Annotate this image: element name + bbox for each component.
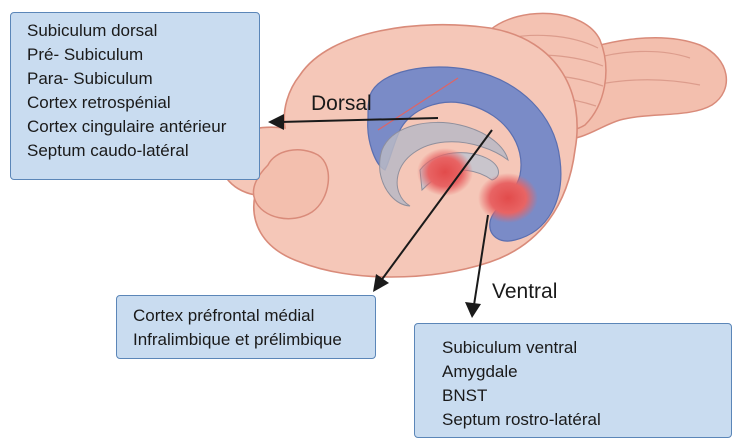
- ventral-target-item: Subiculum ventral: [442, 336, 731, 360]
- ventral-target-item: Amygdale: [442, 360, 731, 384]
- ventral-region-upper: [417, 148, 473, 196]
- dorsal-target-item: Septum caudo-latéral: [27, 139, 259, 163]
- ventral-target-item: Septum rostro-latéral: [442, 408, 731, 432]
- dorsal-target-item: Cortex retrospénial: [27, 91, 259, 115]
- medial-targets-box: Cortex préfrontal médial Infralimbique e…: [116, 295, 376, 359]
- dorsal-target-item: Para- Subiculum: [27, 67, 259, 91]
- dorsal-targets-box: Subiculum dorsal Pré- Subiculum Para- Su…: [10, 12, 260, 180]
- dorsal-label: Dorsal: [311, 92, 372, 116]
- ventral-target-item: BNST: [442, 384, 731, 408]
- dorsal-target-item: Cortex cingulaire antérieur: [27, 115, 259, 139]
- medial-target-item: Infralimbique et prélimbique: [133, 328, 375, 352]
- dorsal-target-item: Pré- Subiculum: [27, 43, 259, 67]
- dorsal-target-item: Subiculum dorsal: [27, 19, 259, 43]
- ventral-label: Ventral: [492, 280, 557, 304]
- ventral-targets-box: Subiculum ventral Amygdale BNST Septum r…: [414, 323, 732, 438]
- medial-target-item: Cortex préfrontal médial: [133, 304, 375, 328]
